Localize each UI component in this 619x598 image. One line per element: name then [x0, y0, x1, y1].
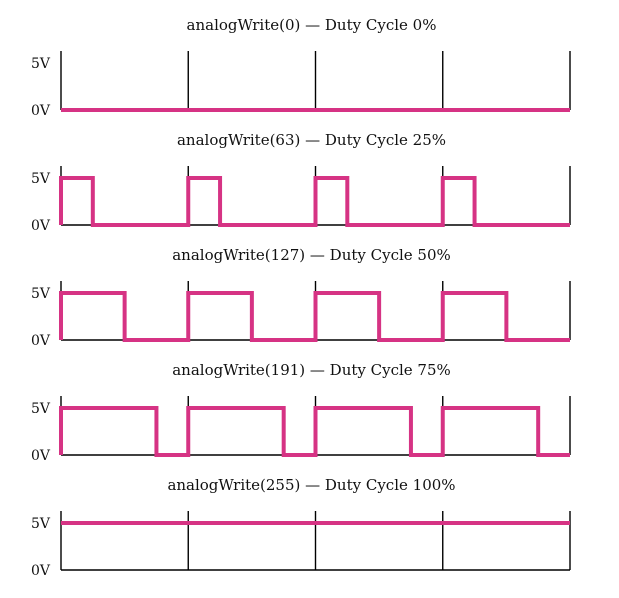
panel-title: analogWrite(63) — Duty Cycle 25% — [177, 131, 446, 149]
pwm-panel-4: analogWrite(255) — Duty Cycle 100% 5V 0V — [31, 476, 571, 579]
pwm-signal-line — [59, 291, 570, 342]
high-voltage-label: 5V — [31, 171, 51, 187]
panel-title: analogWrite(0) — Duty Cycle 0% — [187, 16, 437, 34]
pwm-panel-2: analogWrite(127) — Duty Cycle 50% 5V 0V — [31, 246, 571, 349]
pwm-signal-line — [59, 176, 570, 227]
high-voltage-label: 5V — [31, 56, 51, 72]
low-voltage-label: 0V — [31, 333, 51, 349]
low-voltage-label: 0V — [31, 218, 51, 234]
panel-title: analogWrite(255) — Duty Cycle 100% — [167, 476, 455, 494]
high-voltage-label: 5V — [31, 286, 51, 302]
high-voltage-label: 5V — [31, 401, 51, 417]
low-voltage-label: 0V — [31, 563, 51, 579]
panel-title: analogWrite(127) — Duty Cycle 50% — [172, 246, 451, 264]
pwm-panel-1: analogWrite(63) — Duty Cycle 25% 5V 0V — [31, 131, 571, 234]
pwm-panel-3: analogWrite(191) — Duty Cycle 75% 5V 0V — [31, 361, 571, 464]
low-voltage-label: 0V — [31, 448, 51, 464]
high-voltage-label: 5V — [31, 516, 51, 532]
pwm-panel-0: analogWrite(0) — Duty Cycle 0% 5V 0V — [31, 16, 571, 119]
low-voltage-label: 0V — [31, 103, 51, 119]
panel-title: analogWrite(191) — Duty Cycle 75% — [172, 361, 451, 379]
pwm-signal-line — [59, 406, 570, 457]
